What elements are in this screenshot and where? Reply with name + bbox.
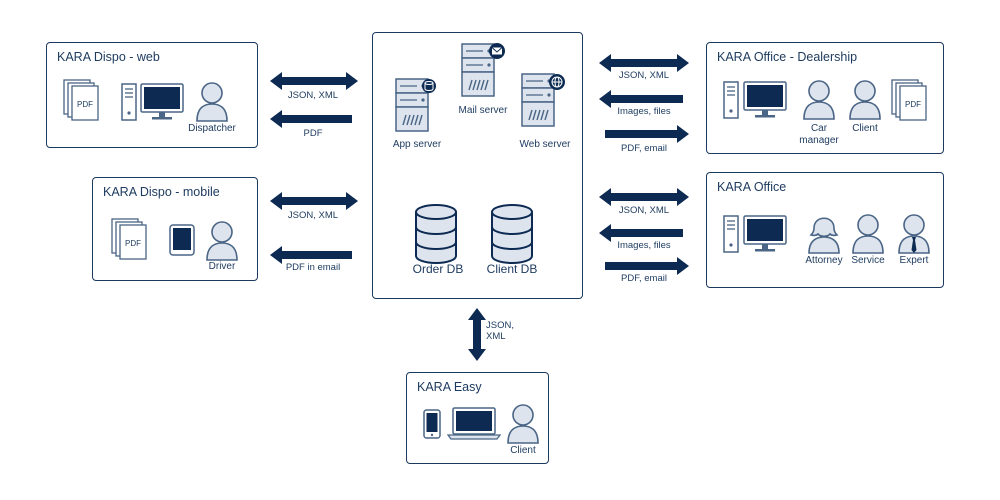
service-label: Service xyxy=(851,255,885,266)
desktop-tower-icon xyxy=(723,81,739,119)
person-icon xyxy=(196,82,228,122)
box-title: KARA Dispo - web xyxy=(57,50,160,64)
box-title: KARA Office xyxy=(717,180,787,194)
client-label: Client xyxy=(510,445,536,456)
label-dealer-json: JSON, XML xyxy=(618,70,670,81)
client-db-label: Client DB xyxy=(486,262,538,276)
arrow-web-json xyxy=(270,72,358,90)
desktop-tower-icon xyxy=(121,83,137,121)
person-tie-icon xyxy=(898,214,930,254)
car-manager-label: Car manager xyxy=(799,123,839,146)
label-mobile-json: JSON, XML xyxy=(287,210,339,221)
box-server-center: App server Mail server Web server Order … xyxy=(372,32,583,299)
arrow-office-pdf xyxy=(605,257,689,275)
label-office-images: Images, files xyxy=(617,240,671,251)
database-icon xyxy=(415,204,457,264)
person-icon xyxy=(852,214,884,254)
box-kara-office: KARA Office Attorney Service Expert xyxy=(706,172,944,288)
label-web-json: JSON, XML xyxy=(287,90,339,101)
box-kara-dispo-mobile: KARA Dispo - mobile PDF Driver xyxy=(92,177,258,281)
dispatcher-label: Dispatcher xyxy=(188,123,236,134)
arrow-dealer-images xyxy=(599,90,683,108)
box-kara-office-dealership: KARA Office - Dealership Car manager Cli… xyxy=(706,42,944,154)
arrow-mobile-json xyxy=(270,192,358,210)
svg-text:PDF: PDF xyxy=(905,100,921,109)
tablet-icon xyxy=(169,224,195,256)
laptop-icon xyxy=(447,407,501,440)
label-dealer-images: Images, files xyxy=(617,106,671,117)
order-db-label: Order DB xyxy=(412,262,464,276)
app-server-label: App server xyxy=(392,139,442,150)
arrow-office-images xyxy=(599,224,683,242)
server-icon xyxy=(521,73,565,127)
label-office-json: JSON, XML xyxy=(618,205,670,216)
monitor-icon xyxy=(140,83,184,121)
label-dealer-pdf: PDF, email xyxy=(621,143,667,154)
monitor-icon xyxy=(743,81,787,119)
box-title: KARA Easy xyxy=(417,380,482,394)
server-icon xyxy=(461,43,505,97)
arrow-dealer-json xyxy=(599,54,689,72)
label-office-pdf: PDF, email xyxy=(621,273,667,284)
box-kara-dispo-web: KARA Dispo - web PDF Dispatcher xyxy=(46,42,258,148)
monitor-icon xyxy=(743,215,787,253)
arrow-dealer-pdf xyxy=(605,125,689,143)
label-easy-json: JSON,XML xyxy=(486,320,514,343)
desktop-tower-icon xyxy=(723,215,739,253)
driver-label: Driver xyxy=(208,261,236,272)
person-icon xyxy=(507,404,539,444)
database-icon xyxy=(491,204,533,264)
expert-label: Expert xyxy=(899,255,929,266)
arrow-easy-json xyxy=(468,308,486,361)
person-icon xyxy=(803,80,835,120)
box-title: KARA Office - Dealership xyxy=(717,50,858,64)
arrow-web-pdf xyxy=(270,110,352,128)
pdf-documents-icon: PDF xyxy=(63,79,99,121)
arrow-office-json xyxy=(599,188,689,206)
smartphone-icon xyxy=(423,409,441,439)
svg-text:PDF: PDF xyxy=(77,100,93,109)
server-icon xyxy=(395,78,436,132)
person-icon xyxy=(206,221,238,261)
arrow-mobile-pdf xyxy=(270,246,352,264)
pdf-documents-icon: PDF xyxy=(111,218,147,260)
client-label: Client xyxy=(852,123,878,134)
box-title: KARA Dispo - mobile xyxy=(103,185,220,199)
mail-server-label: Mail server xyxy=(458,105,508,116)
label-web-pdf: PDF xyxy=(303,128,323,139)
svg-text:PDF: PDF xyxy=(125,239,141,248)
person-icon xyxy=(849,80,881,120)
box-kara-easy: KARA Easy Client xyxy=(406,372,549,464)
attorney-label: Attorney xyxy=(805,255,843,266)
label-mobile-pdf: PDF in email xyxy=(285,262,341,273)
web-server-label: Web server xyxy=(519,139,571,150)
pdf-documents-icon: PDF xyxy=(891,79,927,121)
person-female-icon xyxy=(808,217,840,254)
